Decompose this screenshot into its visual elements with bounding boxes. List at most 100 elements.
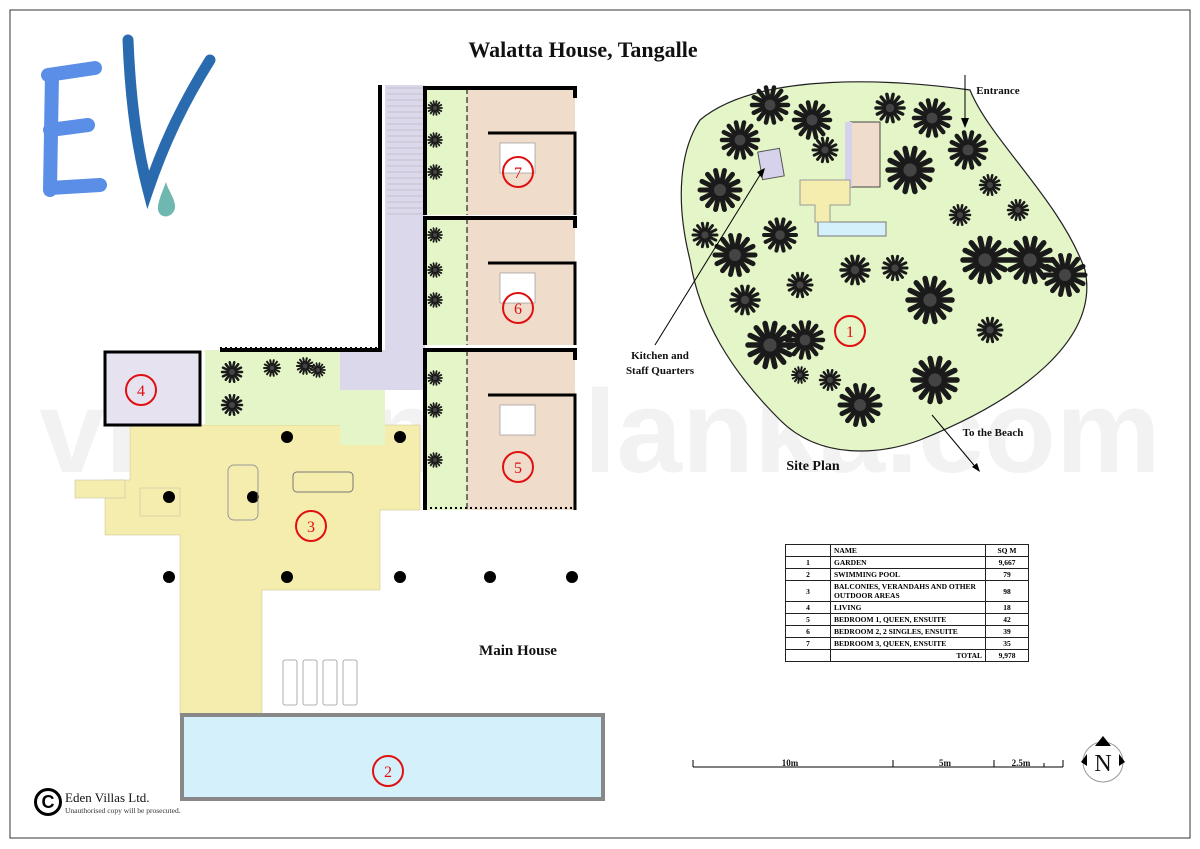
- pillar: [281, 431, 293, 443]
- copy-notice: Unauthorised copy will be prosecuted.: [65, 805, 181, 815]
- frame-border: [9, 9, 1191, 839]
- deck-steps: [74, 479, 126, 499]
- north-arrow-icon: [1081, 736, 1125, 783]
- area-marker-3: 3: [295, 510, 327, 542]
- area-number: 4: [137, 383, 145, 400]
- palm-tree-icon: [947, 130, 989, 170]
- table-total-row: TOTAL 9,978: [785, 649, 1029, 662]
- palm-tree-icon: [791, 100, 833, 140]
- page-title: Walatta House, Tangalle: [468, 37, 697, 62]
- area-marker-5: 5: [502, 451, 534, 483]
- pillar: [163, 491, 175, 503]
- palm-tree-icon: [296, 357, 314, 375]
- palm-tree-icon: [1006, 199, 1030, 221]
- copyright-icon: C: [34, 788, 62, 816]
- company-name: Eden Villas Ltd.: [65, 789, 150, 805]
- palm-tree-icon: [427, 132, 443, 148]
- palm-tree-icon: [745, 320, 795, 370]
- area-marker-1: 1: [834, 315, 866, 347]
- area-number: 7: [514, 165, 522, 182]
- header-sqm: SQ M: [985, 544, 1029, 557]
- pillar: [394, 571, 406, 583]
- kitchen-label-1: Kitchen and: [631, 350, 689, 362]
- pillar: [566, 571, 578, 583]
- cell-num: 1: [785, 556, 831, 569]
- palm-tree-icon: [1042, 253, 1088, 297]
- cell-num: 2: [785, 568, 831, 581]
- palm-tree-icon: [784, 320, 826, 360]
- palm-tree-icon: [719, 120, 761, 160]
- cell-name: LIVING: [830, 601, 986, 614]
- table-header-row: NAME SQ M: [785, 544, 1029, 557]
- ev-logo: [41, 34, 216, 217]
- entrance-label: Entrance: [976, 85, 1020, 97]
- area-number: 1: [846, 324, 854, 341]
- palm-tree-icon: [427, 292, 443, 308]
- cell-sqm: 9,667: [985, 556, 1029, 569]
- palm-tree-icon: [881, 254, 909, 282]
- scale-bar: [692, 760, 1064, 768]
- scale-2-5m: 2.5m: [1012, 758, 1031, 768]
- cell-sqm: 18: [985, 601, 1029, 614]
- main-house-plan: [74, 85, 605, 801]
- area-number: 2: [384, 764, 392, 781]
- palm-tree-icon: [427, 452, 443, 468]
- palm-tree-icon: [839, 254, 871, 286]
- palm-tree-icon: [911, 98, 953, 138]
- cell-num: 7: [785, 637, 831, 650]
- palm-tree-icon: [220, 361, 244, 383]
- palm-tree-icon: [791, 366, 809, 384]
- kitchen-leader-line: [654, 174, 761, 346]
- cell-name: BEDROOM 3, QUEEN, ENSUITE: [830, 637, 986, 650]
- total-value: 9,978: [985, 649, 1029, 662]
- palm-tree-icon: [762, 217, 798, 253]
- area-number: 5: [514, 460, 522, 477]
- site-house: [849, 121, 881, 188]
- cell-num: 3: [785, 580, 831, 602]
- site-plan: [654, 75, 1088, 472]
- palm-tree-icon: [786, 271, 814, 299]
- palm-tree-icon: [712, 233, 758, 277]
- palm-tree-icon: [811, 136, 839, 164]
- scale-10m: 10m: [782, 758, 799, 768]
- palm-tree-icon: [427, 402, 443, 418]
- cell-sqm: 98: [985, 580, 1029, 602]
- palm-tree-icon: [427, 370, 443, 386]
- palm-tree-icon: [978, 174, 1002, 196]
- area-marker-2: 2: [372, 755, 404, 787]
- total-label: TOTAL: [830, 649, 986, 662]
- terrace-area: [104, 424, 421, 716]
- palm-tree-icon: [263, 359, 281, 377]
- cell-name: SWIMMING POOL: [830, 568, 986, 581]
- palm-tree-icon: [729, 284, 761, 316]
- copyright-notice: C Eden Villas Ltd. Unauthorised copy wil…: [34, 788, 181, 816]
- cell-name: GARDEN: [830, 556, 986, 569]
- palm-tree-icon: [691, 221, 719, 249]
- cell-name: BALCONIES, VERANDAHS AND OTHER OUTDOOR A…: [830, 580, 986, 602]
- area-number: 3: [307, 519, 315, 536]
- corridor: [385, 85, 425, 350]
- north-label: N: [1094, 751, 1111, 777]
- pillar: [247, 491, 259, 503]
- palm-tree-icon: [818, 369, 842, 391]
- palm-tree-icon: [948, 204, 972, 226]
- cell-name: BEDROOM 2, 2 SINGLES, ENSUITE: [830, 625, 986, 638]
- palm-tree-icon: [960, 235, 1010, 285]
- area-number: 6: [514, 301, 522, 318]
- cell-sqm: 42: [985, 613, 1029, 626]
- cell-sqm: 39: [985, 625, 1029, 638]
- living-room: [103, 350, 202, 427]
- kitchen-label-2: Staff Quarters: [626, 365, 695, 377]
- palm-tree-icon: [976, 316, 1004, 344]
- palm-tree-icon: [905, 275, 955, 325]
- header-name: NAME: [830, 544, 986, 557]
